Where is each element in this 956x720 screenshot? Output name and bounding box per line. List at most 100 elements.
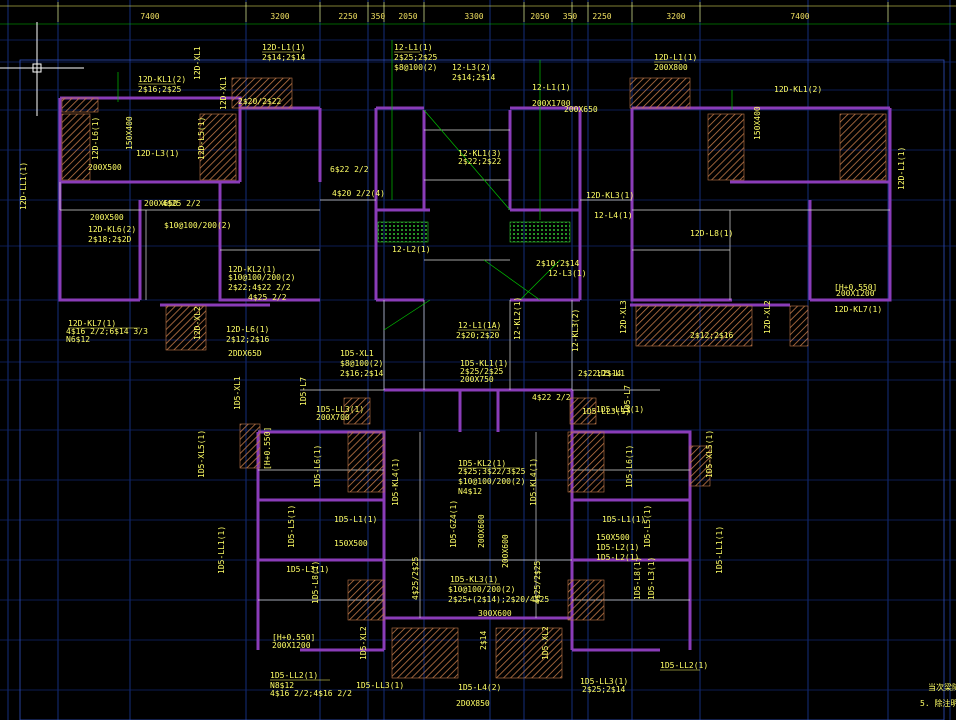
beam-label: N6$12 (66, 335, 90, 344)
beam-label: 4$25 2/2 (162, 199, 201, 208)
hatched-regions (61, 77, 887, 679)
beam-label: 200X500 (88, 163, 122, 172)
beam-label: 12D-KL1(2) (774, 85, 822, 94)
beam-label: $8@100(2) (394, 63, 437, 72)
beam-label: 200X1700 (532, 99, 571, 108)
hatched-area (569, 397, 597, 425)
hatched-area (629, 77, 691, 109)
hatched-area (635, 305, 753, 347)
beam-label: 12-L1(1) (532, 83, 571, 92)
beam-label: 12D-KL2(1) (228, 265, 276, 274)
wall-segment (810, 108, 892, 302)
dimension-label: 3200 (666, 12, 685, 21)
beam-label: 12D-L8(1) (690, 229, 733, 238)
stair-area (377, 221, 429, 243)
beam-label-lower: 1D5-L2(1) (596, 543, 639, 552)
beam-label: 12-L3(2) (452, 63, 491, 72)
hatched-area (495, 627, 563, 679)
beam-label: 12D-XL3 (619, 300, 628, 334)
hatched-area (839, 113, 887, 181)
beam-label: 12D-KL6(2) (88, 225, 136, 234)
beam-label: [H+0.550] (834, 283, 877, 292)
beam-label-lower: 2$16;2$14 (340, 369, 384, 378)
beam-label-lower: 1D5-XL1 (340, 349, 374, 358)
beam-label-lower: 1D5-KL3(1) (450, 575, 498, 584)
beam-label-lower: $10@100/200(2) (458, 477, 525, 486)
hatched-area (239, 423, 261, 469)
beam-label: 12D-LL1(1) (19, 162, 28, 210)
wall-segment (572, 430, 692, 650)
dimension-label: 3200 (270, 12, 289, 21)
hatched-area (789, 305, 809, 347)
beam-label: 12D-L6(1) (226, 325, 269, 334)
beam-label-lower: 1D5-LL2(1) (660, 661, 708, 670)
beam-label: 12D-L1(1) (897, 147, 906, 190)
beam-label: 2$12;2$16 (226, 335, 270, 344)
beam-label: 12-KL3(2) (571, 309, 580, 352)
beam-label: 2$25;2$25 (394, 53, 438, 62)
beam-label-lower: [H+0.550] (263, 427, 272, 470)
hatched-area (199, 113, 237, 181)
wall-segment (58, 98, 140, 302)
beam-label: 200X650 (144, 199, 178, 208)
beam-label-lower: 1D5-KL4(1) (391, 458, 400, 506)
beam-label-lower: 1D5-L3(1) (286, 565, 329, 574)
beam-label: 12D-XL2 (763, 300, 772, 334)
beam-label-lower: 150X500 (334, 539, 368, 548)
note-line-2: 5. 除注明外 (920, 698, 956, 708)
dimension-label: 2050 (530, 12, 549, 21)
beam-label: 12D-L6(1) (91, 117, 100, 160)
beam-label: 12D-KL7(1) (834, 305, 882, 314)
reference-lines (117, 40, 733, 331)
dimension-label: 2250 (338, 12, 357, 21)
beam-label-lower: 200X600 (501, 534, 510, 568)
beam-label: 6$22 2/2 (330, 165, 369, 174)
beam-label: 200X800 (654, 63, 688, 72)
beam-label-lower: 1D5-KL1(1) (460, 359, 508, 368)
beam-label-lower: 1D5-XL2 (359, 626, 368, 660)
beam-label: 200X650 (564, 105, 598, 114)
beam-label: 2DDX65D (228, 349, 262, 358)
beam-label: 12D-KL3(1) (586, 191, 634, 200)
beam-label-lower: $8@100(2) (340, 359, 383, 368)
beam-label: 2$14;2$14 (452, 73, 496, 82)
beam-label-lower: 1D5-L5(1) (643, 505, 652, 548)
beam-label-lower: 1D5-LL1(1) (715, 526, 724, 574)
dimension-label: 350 (371, 12, 386, 21)
beam-label: 200X500 (90, 213, 124, 222)
hatched-area (347, 579, 385, 621)
beam-label: 12D-L5(1) (197, 117, 206, 160)
beam-label: 12-L1(1A) (458, 321, 501, 330)
wall-segment (630, 108, 732, 302)
drawing-frame (19, 59, 945, 720)
beam-label: 12-KL1(3) (458, 149, 501, 158)
hatched-area (707, 113, 745, 181)
beam-label-lower: 1D5-XL5(1) (197, 430, 206, 478)
beam-label: 12D-XL1 (219, 76, 228, 110)
beam-label-lower: 1D5-L6(1) (625, 445, 634, 488)
beam-label-lower: 1D5-L1 (596, 369, 625, 378)
beam-label-lower: 1D5-LL1(1) (217, 526, 226, 574)
beam-label-lower: 2$25;2$14 (582, 685, 626, 694)
beam-label-lower: 2D0X850 (456, 699, 490, 708)
beam-label: 12-L1(1) (394, 43, 433, 52)
beam-lines (59, 129, 890, 618)
beam-label: $10@100/200(2) (164, 221, 231, 230)
beam-label-lower: 1D5-L5(1) (287, 505, 296, 548)
beam-label-lower: 1D5-LL3(1) (356, 681, 404, 690)
dimension-label: 2250 (592, 12, 611, 21)
reference-line (423, 109, 511, 211)
beam-label: 150X400 (125, 116, 134, 150)
hatched-area (61, 97, 99, 113)
beam-label: 200X1200 (836, 289, 875, 298)
beam-label-lower: N4$12 (458, 487, 482, 496)
beam-label-lower: N8$12 (270, 681, 294, 690)
beam-label: 2$18;2$2D (88, 235, 132, 244)
beam-label: 2$20/2$22 (238, 97, 282, 106)
beam-label-lower: 4$25/2$25 (533, 560, 542, 604)
hatched-area (567, 579, 605, 621)
beam-label: 2$20;2$20 (456, 331, 500, 340)
beam-label-lower: 1D5-L3(1) (647, 557, 656, 600)
beam-label-lower: 1D5-LL3(1) (316, 405, 364, 414)
